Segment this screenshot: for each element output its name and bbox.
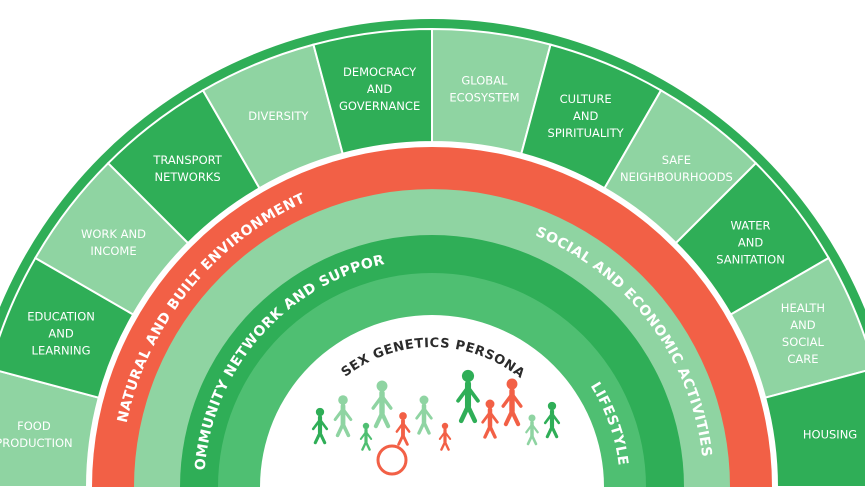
outer-segment-label-4: DIVERSITY (248, 109, 309, 123)
person-figure (311, 407, 329, 445)
person-figure (359, 422, 373, 451)
core-circle (260, 315, 604, 487)
person-figure (415, 395, 433, 435)
inner-rings (87, 142, 777, 487)
person-figure (501, 378, 523, 427)
people-group-icon (311, 369, 561, 476)
person-figure (395, 412, 411, 446)
person-figure (481, 399, 499, 439)
person-figure (525, 414, 539, 446)
person-figure (456, 369, 480, 424)
outer-segment-label-11: HOUSING (803, 428, 857, 442)
person-figure (371, 380, 393, 429)
person-figure (333, 395, 353, 438)
wheelchair-wheel (376, 444, 408, 476)
person-figure (543, 401, 561, 439)
person-figure (438, 422, 452, 451)
